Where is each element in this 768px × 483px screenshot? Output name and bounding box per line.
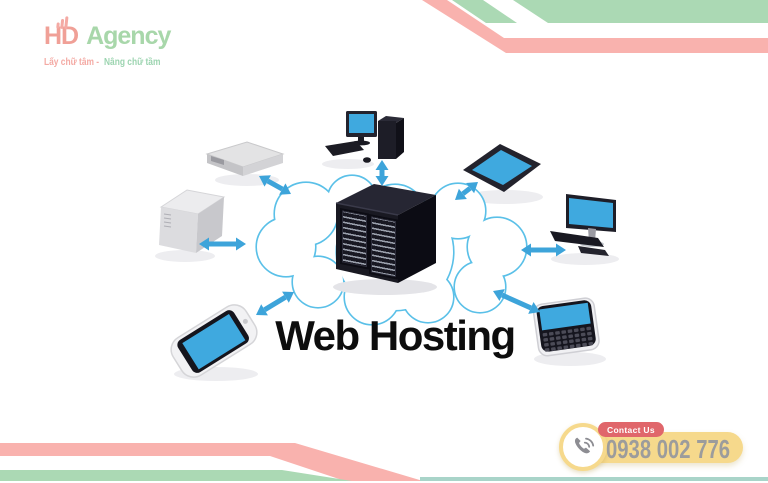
tagline-left: Lấy chữ tâm -: [44, 57, 100, 68]
server-shadow: [333, 279, 437, 295]
bottom-teal-line: [420, 477, 768, 481]
desktop-computer-icon: [325, 111, 404, 163]
contact-us-label: Contact Us: [598, 422, 664, 437]
tower-pc-icon: [159, 189, 226, 253]
top-green-band: [513, 0, 768, 23]
top-right-stripes: [422, 0, 768, 53]
qwerty-phone-icon: [532, 297, 600, 357]
tablet-icon: [463, 144, 541, 192]
bottom-pink-stripe: [0, 443, 423, 481]
tagline-right: Nâng chữ tầm: [103, 57, 161, 68]
hd-agency-logo: HD Agency Lấy chữ tâm - Nâng chữ tầm: [44, 16, 171, 68]
top-pink-stripe: [422, 0, 768, 53]
monitor-workstation-icon: [550, 194, 616, 256]
server-grill-left: [340, 208, 369, 270]
router-box-icon: [205, 141, 285, 176]
contact-badge[interactable]: Contact Us 0938 002 776: [556, 414, 756, 476]
logo-bars-icon: [56, 12, 70, 30]
bottom-green-stripe: [0, 470, 352, 481]
bottom-left-stripes: [0, 443, 768, 481]
logo-tagline: Lấy chữ tâm - Nâng chữ tầm: [44, 58, 160, 68]
top-green-sliver: [452, 0, 517, 23]
page-title: Web Hosting: [275, 312, 516, 359]
server-grill-right: [369, 214, 398, 280]
logo-wordmark: HD Agency: [44, 22, 171, 50]
connection-arrows: [199, 160, 566, 316]
device-shadows: [155, 159, 619, 381]
smartphone-icon: [170, 304, 258, 378]
phone-number[interactable]: 0938 002 776: [606, 434, 731, 464]
phone-handset-icon: [574, 437, 595, 454]
logo-agency: Agency: [86, 22, 171, 50]
